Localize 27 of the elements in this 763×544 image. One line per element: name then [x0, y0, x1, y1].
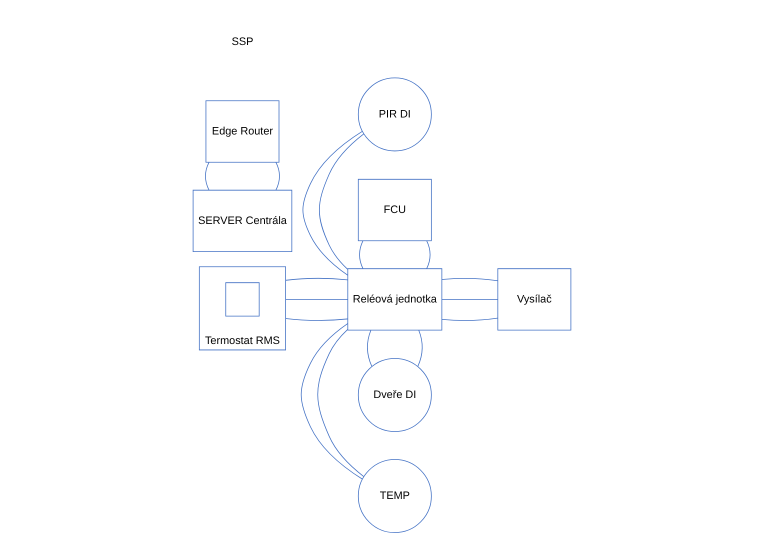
connector [416, 330, 422, 367]
connector [274, 162, 280, 191]
node-circle: Dveře DI [357, 358, 432, 432]
node-box: Vysílač [496, 268, 571, 330]
connector [441, 299, 498, 300]
connector [284, 278, 348, 281]
connector [300, 323, 362, 480]
node-box [224, 282, 260, 316]
connector [204, 162, 209, 191]
node-box: SERVER Centrála [192, 190, 292, 252]
connector [358, 240, 363, 270]
node-box: Reléová jednotka [346, 268, 442, 330]
connector [441, 278, 498, 282]
connector [302, 130, 362, 276]
node-box: FCU [357, 178, 432, 242]
connector [318, 133, 364, 270]
connector [316, 329, 364, 478]
connector [284, 299, 348, 300]
label: SSP [231, 36, 253, 48]
cluster: Termostat RMS [198, 266, 286, 350]
connector [366, 330, 372, 367]
connector [441, 318, 498, 321]
connector [426, 240, 430, 270]
node-circle: PIR DI [357, 77, 432, 152]
connector [284, 318, 348, 321]
node-box: Edge Router [205, 100, 279, 163]
node-circle: TEMP [357, 459, 432, 533]
